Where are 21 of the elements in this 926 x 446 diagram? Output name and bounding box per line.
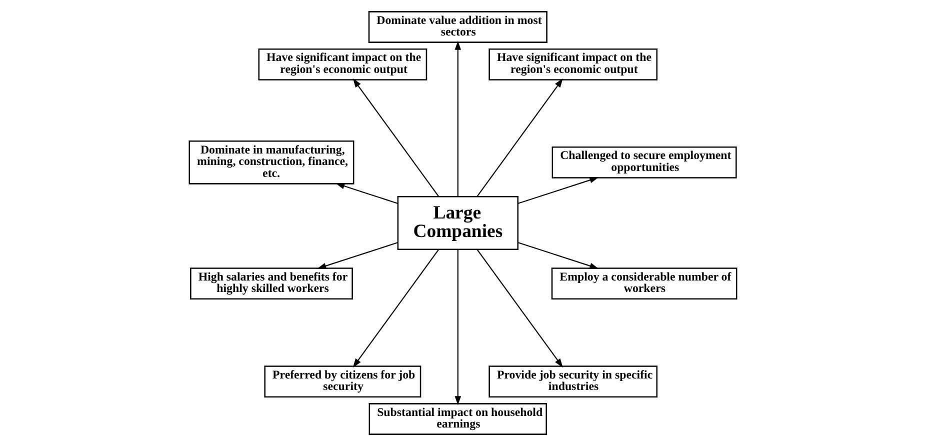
node-box: Have significant impact on the region's economic output [488, 48, 658, 80]
node-box: Preferred by citizens for job security [264, 366, 422, 398]
node-box: Employ a considerable number of workers [551, 268, 738, 300]
arrow [336, 183, 398, 204]
arrow [476, 249, 563, 368]
arrow [518, 242, 599, 269]
node-box: Dominate value addition in most sectors [368, 11, 548, 43]
node-box: Substantial impact on household earnings [368, 403, 547, 435]
arrow [352, 78, 440, 197]
node-box: Have significant impact on the region's economic output [258, 48, 428, 80]
arrow [454, 249, 462, 406]
node-box: Large Companies [397, 196, 518, 250]
arrow [352, 249, 440, 368]
arrow [476, 78, 563, 197]
node-box: Challenged to secure employment opportunities [552, 146, 737, 178]
arrow [454, 40, 462, 197]
node-box: Provide job security in specific industries [488, 366, 658, 398]
arrow [317, 242, 398, 269]
arrow [518, 177, 599, 204]
node-box: High salaries and benefits for highly skilled workers [190, 268, 353, 300]
node-box: Dominate in manufacturing, mining, construction, finance, etc. [188, 140, 354, 184]
